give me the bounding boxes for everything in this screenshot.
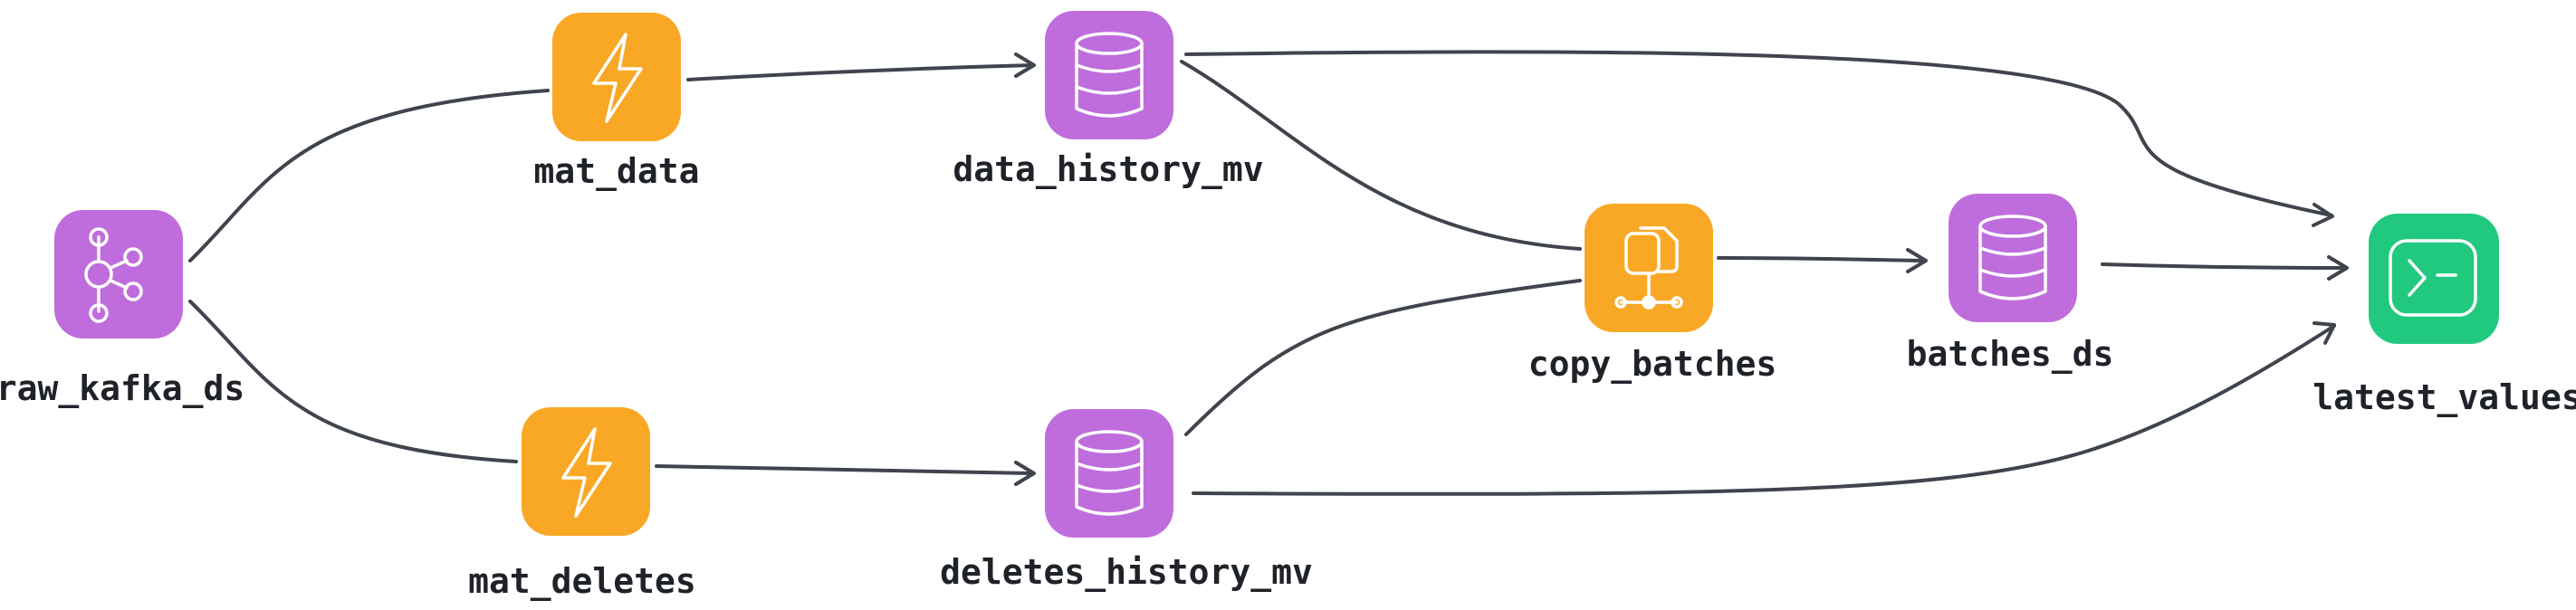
arrowhead-latest-values-middle xyxy=(2327,255,2349,281)
database-icon xyxy=(1075,430,1144,516)
data-history-mv-tile xyxy=(1045,11,1173,139)
node-raw-kafka-ds[interactable]: raw_kafka_ds xyxy=(0,210,244,408)
node-deletes-history-mv[interactable]: deletes_history_mv xyxy=(940,409,1313,592)
kafka-network-icon xyxy=(84,227,143,323)
arrowhead-data-history-mv xyxy=(1014,52,1036,78)
edge-deletes-history-mv-to-copy-batches xyxy=(1184,279,1582,436)
edge-data-history-mv-to-latest-values xyxy=(1184,50,2333,217)
mat-deletes-label: mat_deletes xyxy=(468,561,696,601)
edge-data-history-mv-to-copy-batches xyxy=(1180,60,1582,251)
node-latest-values[interactable]: latest_values xyxy=(2313,214,2576,417)
terminal-icon xyxy=(2389,239,2477,317)
database-icon xyxy=(1075,32,1144,118)
edge-deletes-history-mv-to-latest-values xyxy=(1192,324,2336,496)
edge-raw-kafka-ds-to-mat-data xyxy=(188,89,550,262)
node-batches-ds[interactable]: batches_ds xyxy=(1907,194,2114,374)
deletes-history-mv-tile xyxy=(1045,409,1173,538)
arrowhead-batches-ds xyxy=(1906,248,1928,273)
edge-batches-ds-to-latest-values xyxy=(2101,262,2347,270)
mat-deletes-tile xyxy=(522,407,650,536)
mat-data-label: mat_data xyxy=(533,151,699,191)
arrowhead-latest-values-bottom xyxy=(2313,321,2336,345)
raw-kafka-ds-tile xyxy=(54,210,183,338)
mat-data-tile xyxy=(552,13,681,141)
batches-ds-tile xyxy=(1949,194,2077,322)
raw-kafka-ds-label: raw_kafka_ds xyxy=(0,368,244,408)
batches-ds-label: batches_ds xyxy=(1907,334,2114,374)
edge-raw-kafka-ds-to-mat-deletes xyxy=(188,300,518,463)
edge-mat-deletes-to-deletes-history-mv xyxy=(655,464,1034,475)
lightning-bolt-icon xyxy=(592,33,643,123)
node-copy-batches[interactable]: copy_batches xyxy=(1528,204,1777,384)
node-data-history-mv[interactable]: data_history_mv xyxy=(953,11,1264,189)
lightning-bolt-icon xyxy=(561,427,612,518)
copy-batches-label: copy_batches xyxy=(1528,344,1777,384)
copy-batches-tile xyxy=(1585,204,1713,332)
latest-values-tile xyxy=(2369,214,2499,344)
copy-network-icon xyxy=(1614,226,1683,310)
arrowhead-latest-values-top xyxy=(2312,203,2334,227)
latest-values-label: latest_values xyxy=(2313,377,2576,417)
arrowhead-deletes-history-mv xyxy=(1014,461,1036,486)
deletes-history-mv-label: deletes_history_mv xyxy=(940,552,1313,592)
edge-copy-batches-to-batches-ds xyxy=(1717,256,1926,262)
edge-mat-data-to-data-history-mv xyxy=(686,63,1034,81)
node-mat-data[interactable]: mat_data xyxy=(533,13,700,191)
node-mat-deletes[interactable]: mat_deletes xyxy=(468,407,696,601)
edges xyxy=(188,50,2349,496)
database-icon xyxy=(1978,214,2047,300)
data-history-mv-label: data_history_mv xyxy=(953,149,1263,189)
